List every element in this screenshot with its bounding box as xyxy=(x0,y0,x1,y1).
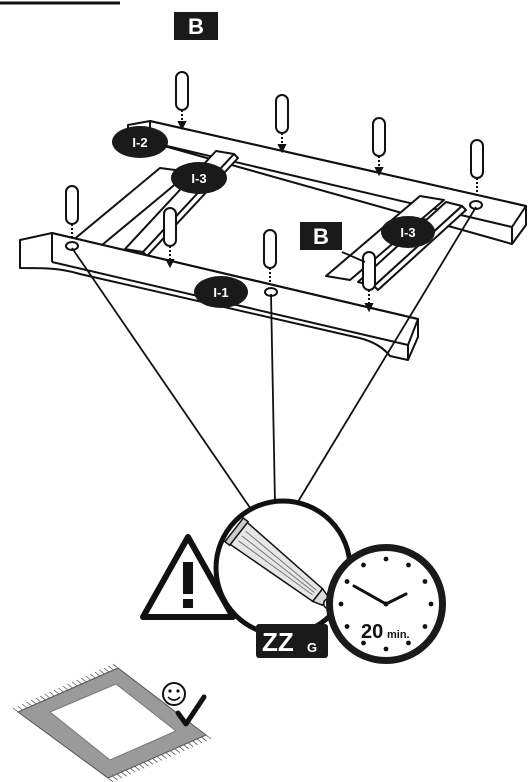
callout-i3-left-text: I-3 xyxy=(191,171,206,186)
callout-i1-text: I-1 xyxy=(213,285,228,300)
rug-fringe-strand xyxy=(12,707,19,713)
callout-part-b-top: B xyxy=(174,12,218,40)
rug-fringe-strand xyxy=(112,663,119,669)
dowel xyxy=(65,185,79,238)
rug-fringe-strand xyxy=(53,689,60,695)
rug-fringe-strand xyxy=(62,685,69,691)
clock-tick xyxy=(361,562,366,568)
rug-fringe-strand xyxy=(170,750,176,755)
rug-fringe-strand xyxy=(116,773,123,779)
clock-tick xyxy=(422,579,428,584)
rug-fringe-strand xyxy=(152,758,158,763)
rug-fringe-strand xyxy=(143,762,149,767)
callout-b-top-text: B xyxy=(188,14,204,39)
dowels xyxy=(65,71,484,313)
clock-tick xyxy=(383,646,389,652)
dowel xyxy=(163,207,177,269)
rug-fringe-strand xyxy=(125,769,132,775)
callout-slat-left: I-3 xyxy=(171,162,227,194)
rug-fringe-strand xyxy=(201,736,207,742)
glue-callout xyxy=(213,498,353,638)
clock-tick xyxy=(428,601,434,607)
checkmark-icon xyxy=(175,694,207,727)
rug-fringe-strand xyxy=(192,740,198,746)
rug-fringe-strand xyxy=(94,671,101,677)
rug-fringe-strand xyxy=(35,697,41,703)
glue-leader-lines xyxy=(71,206,477,516)
rug-fringe-strand xyxy=(103,667,110,673)
rug-fringe-strand xyxy=(183,744,189,750)
clock-tick xyxy=(338,601,344,607)
rug-fringe-strand xyxy=(147,760,154,765)
rug-fringe-strand xyxy=(108,665,114,671)
clock-tick xyxy=(406,562,411,568)
rug-fringe-strand xyxy=(138,764,145,769)
clock-tick xyxy=(344,624,350,629)
rug-fringe-strand xyxy=(49,691,55,697)
callout-rail-front: I-1 xyxy=(194,276,248,308)
rug-fringe-strand xyxy=(121,771,127,777)
clock-tick xyxy=(361,640,366,646)
rug-fringe-strand xyxy=(130,767,136,773)
callout-i3-right-text: I-3 xyxy=(400,225,415,240)
dowel xyxy=(362,251,376,313)
rug-fringe-strand xyxy=(107,777,114,782)
rug-fringe-strand xyxy=(90,673,96,679)
rug-fringe-strand xyxy=(187,742,194,748)
warning-triangle-icon xyxy=(140,534,236,620)
clock-tick xyxy=(344,579,350,584)
rug-fringe-strand xyxy=(17,705,23,711)
glue-tube-icon xyxy=(223,516,335,610)
dowel xyxy=(470,139,484,192)
dowel xyxy=(275,94,289,154)
rug-fringe-strand xyxy=(174,748,181,753)
timer-value: 20 xyxy=(361,621,383,643)
rug-fringe-strand xyxy=(196,738,203,744)
glue-sub-text: G xyxy=(307,640,317,655)
rug-fringe-strand xyxy=(44,693,51,699)
rug-fringe-strand xyxy=(165,752,172,757)
rug-fringe-strand xyxy=(67,683,73,689)
rug-fringe-strand xyxy=(71,681,78,687)
rug-fringe-strand xyxy=(76,679,82,685)
rug-fringe-strand xyxy=(179,746,185,752)
rug-fringe-strand xyxy=(134,765,140,771)
rug-fringe-strand xyxy=(161,754,167,759)
timer-unit: min. xyxy=(387,629,410,641)
clock-icon: 20 min. xyxy=(326,544,446,664)
clock-tick xyxy=(422,624,428,629)
clock-tick xyxy=(383,556,389,562)
glue-main-text: ZZ xyxy=(262,627,294,657)
callout-b-side-text: B xyxy=(313,224,329,249)
callout-i2-text: I-2 xyxy=(132,135,147,150)
dowel xyxy=(175,71,189,131)
rug-fringe-strand xyxy=(156,756,163,761)
glue-type-label: ZZ G xyxy=(256,624,328,658)
rug-fringe-strand xyxy=(21,703,28,709)
dowel xyxy=(263,229,277,284)
dowel xyxy=(372,117,386,177)
rug-fringe-strand xyxy=(80,677,87,683)
clock-tick xyxy=(406,640,411,646)
rug-icon xyxy=(12,663,212,782)
rug-fringe-strand xyxy=(40,695,46,701)
rug-fringe-strand xyxy=(85,675,91,681)
rug-fringe-strand xyxy=(112,775,118,781)
smiley-icon xyxy=(162,682,186,706)
rug-fringe-strand xyxy=(99,669,105,675)
callout-part-b-side: B xyxy=(300,222,342,250)
callout-slat-right: I-3 xyxy=(381,216,435,248)
rug-fringe-strand xyxy=(26,701,32,707)
rug-fringe-strand xyxy=(205,734,212,740)
rug-fringe-strand xyxy=(30,699,37,705)
callout-rail-back: I-2 xyxy=(112,126,168,158)
rug-fringe-strand xyxy=(58,687,64,693)
